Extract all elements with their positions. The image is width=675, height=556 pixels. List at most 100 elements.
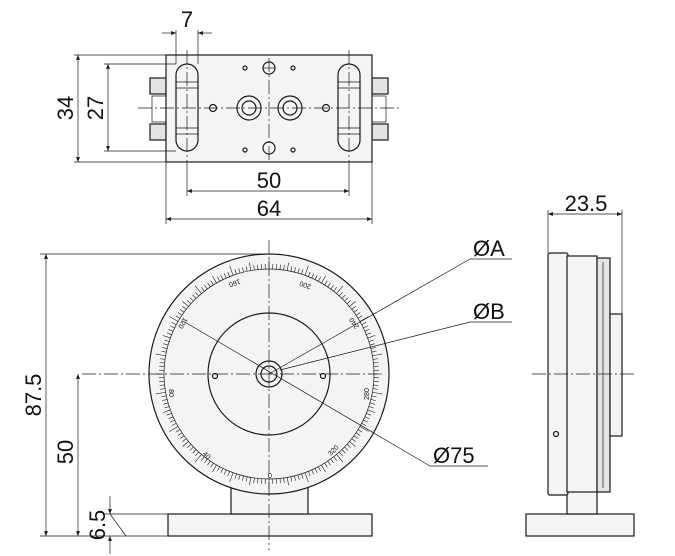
dial-pin [211,372,219,380]
scale-tick [245,266,248,272]
side-base [525,513,635,537]
scale-tick [318,276,321,282]
top-view: 7 34 27 50 64 [53,7,400,224]
scale-tick [359,316,369,322]
scale-tick [355,312,361,316]
scale-tick [369,343,375,346]
scale-tick [371,395,377,398]
scale-tick [311,469,315,475]
scale-tick [227,271,230,277]
scale-tick [308,271,311,277]
scale-tick [330,284,334,290]
clamp-left-lower [149,123,167,141]
scale-label: 160 [228,277,241,288]
dim-height-outer: 34 [53,96,78,120]
scale-tick [370,347,376,349]
clamp-right-upper [371,77,389,95]
side-hub [609,313,623,437]
dim-side-thickness: 23.5 [565,191,608,216]
front-view: 0 40 80 120 160 200 240 280 320 ØA ØB Ø7… [21,236,512,554]
scale-tick [311,273,315,279]
scale-tick [318,466,321,472]
scale-tick [330,458,334,464]
scale-tick [372,353,383,357]
dim-slot-width: 7 [181,7,193,32]
scale-tick [212,275,217,284]
scale-tick [171,322,177,325]
scale-tick [207,460,211,466]
scale-tick [210,462,214,468]
scale-tick [162,335,171,339]
scale-tick [257,478,259,484]
side-screw [552,430,560,438]
scale-tick [162,399,168,401]
scale-tick [333,287,337,292]
scale-tick [321,275,326,284]
scale-tick [179,435,185,439]
clamp-left-mid [151,95,167,123]
scale-tick [361,322,367,325]
scale-tick [301,269,304,275]
scale-tick [155,391,166,395]
scale-tick [353,309,359,313]
scale-tick [207,282,211,288]
scale-tick [304,265,309,276]
scale-tick [155,353,166,357]
scale-tick [344,446,349,451]
scale-tick [339,292,343,297]
pin-hole [242,65,248,71]
scale-tick [339,451,343,456]
scale-tick [169,426,179,432]
scale-tick [201,287,205,292]
scale-tick [242,475,244,481]
scale-tick [367,335,376,339]
scale-tick [204,458,208,464]
scale-tick [253,477,255,483]
scale-tick [175,315,181,319]
clamp-left-upper [149,77,167,95]
scale-tick [253,265,255,271]
scale-tick [210,280,214,286]
scale-tick [223,469,227,475]
scale-tick [195,292,199,297]
scale-tick [361,423,367,426]
scale-tick [286,477,289,486]
scale-tick [194,285,202,294]
scale-tick [327,460,331,466]
scale-tick [177,312,183,316]
scale-tick [336,454,344,463]
scale-tick [364,328,370,332]
pin-hole [290,147,296,153]
scale-label: 0 [268,473,272,480]
scale-tick [301,473,304,479]
scale-tick [336,285,344,294]
scale-tick [283,265,285,271]
scale-tick [257,264,259,270]
scale-tick [217,466,220,472]
clamp-right-mid [371,95,387,123]
scale-tick [234,473,237,479]
clamp-right-lower [371,123,389,141]
scale-tick [187,444,192,448]
scale-tick [283,477,285,483]
scale-tick [169,316,179,322]
scale-tick [217,276,220,282]
scale-tick [368,339,374,342]
scale-tick [189,446,194,451]
dial-ticks [155,259,383,489]
scale-tick [170,419,175,423]
label-hole-b: ØB [473,299,505,324]
scale-tick [163,402,169,405]
dim-base-thickness: 6.5 [85,510,110,541]
scale-tick [161,350,167,353]
scale-tick [160,358,166,360]
scale-tick [355,432,361,436]
scale-tick [182,441,189,447]
scale-tick [367,409,376,413]
side-pedestal [566,489,598,515]
scale-tick [372,388,378,390]
scale-tick [344,297,349,302]
scale-tick [204,284,208,290]
scale-tick [351,438,356,442]
scale-label: 120 [176,316,188,330]
